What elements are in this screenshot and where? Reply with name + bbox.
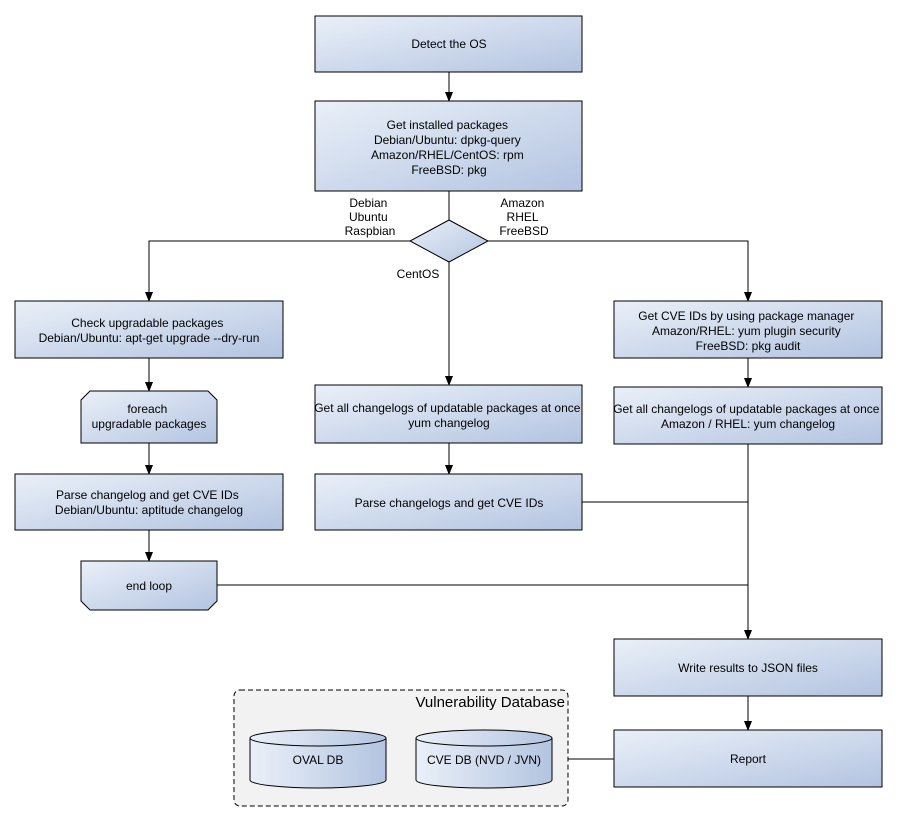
edges xyxy=(145,72,752,760)
edge-decision-to-debian xyxy=(145,240,410,302)
cve-by-pm-node: Get CVE IDs by using package manager Ama… xyxy=(613,300,883,359)
cve-db-label: CVE DB (NVD / JVN) xyxy=(427,753,541,767)
cve-by-pm-label: Get CVE IDs by using package manager Ama… xyxy=(638,309,857,353)
report-node: Report xyxy=(613,729,883,788)
centos-changelogs-label: Get all changelogs of updatable packages… xyxy=(314,401,584,430)
vulnerability-database-title: Vulnerability Database xyxy=(415,694,565,711)
end-loop-node: end loop xyxy=(80,560,218,611)
parse-changelog-debian-label: Parse changelog and get CVE IDs Debian/U… xyxy=(55,488,243,517)
check-upgradable-node: Check upgradable packages Debian/Ubuntu:… xyxy=(14,300,284,359)
oval-db-label: OVAL DB xyxy=(293,753,344,767)
edge-decision-to-amazon xyxy=(488,240,752,302)
check-upgradable-label: Check upgradable packages Debian/Ubuntu:… xyxy=(39,316,260,345)
foreach-loop-node: foreach upgradable packages xyxy=(80,390,218,444)
centos-parse-node: Parse changelogs and get CVE IDs xyxy=(314,473,583,531)
foreach-label: foreach upgradable packages xyxy=(92,402,207,431)
get-installed-node: Get installed packages Debian/Ubuntu: dp… xyxy=(314,100,583,192)
report-label: Report xyxy=(730,752,767,766)
write-json-node: Write results to JSON files xyxy=(613,638,883,697)
cve-db-cylinder: CVE DB (NVD / JVN) xyxy=(415,729,553,789)
amazon-changelogs-label: Get all changelogs of updatable packages… xyxy=(613,402,883,431)
os-decision-diamond xyxy=(408,219,490,263)
get-installed-label: Get installed packages Debian/Ubuntu: dp… xyxy=(371,118,527,177)
detect-os-node: Detect the OS xyxy=(314,15,583,73)
oval-db-cylinder: OVAL DB xyxy=(249,729,387,789)
branch-label-amazon: Amazon RHEL FreeBSD xyxy=(499,196,549,238)
centos-changelogs-node: Get all changelogs of updatable packages… xyxy=(314,384,584,444)
branch-label-centos: CentOS xyxy=(397,267,440,281)
branch-label-debian: Debian Ubuntu Raspbian xyxy=(345,196,396,238)
amazon-changelogs-node: Get all changelogs of updatable packages… xyxy=(613,386,883,445)
centos-parse-label: Parse changelogs and get CVE IDs xyxy=(355,496,544,510)
write-json-label: Write results to JSON files xyxy=(678,661,818,675)
detect-os-label: Detect the OS xyxy=(411,37,486,51)
end-loop-label: end loop xyxy=(126,579,172,593)
parse-changelog-debian-node: Parse changelog and get CVE IDs Debian/U… xyxy=(14,473,284,531)
